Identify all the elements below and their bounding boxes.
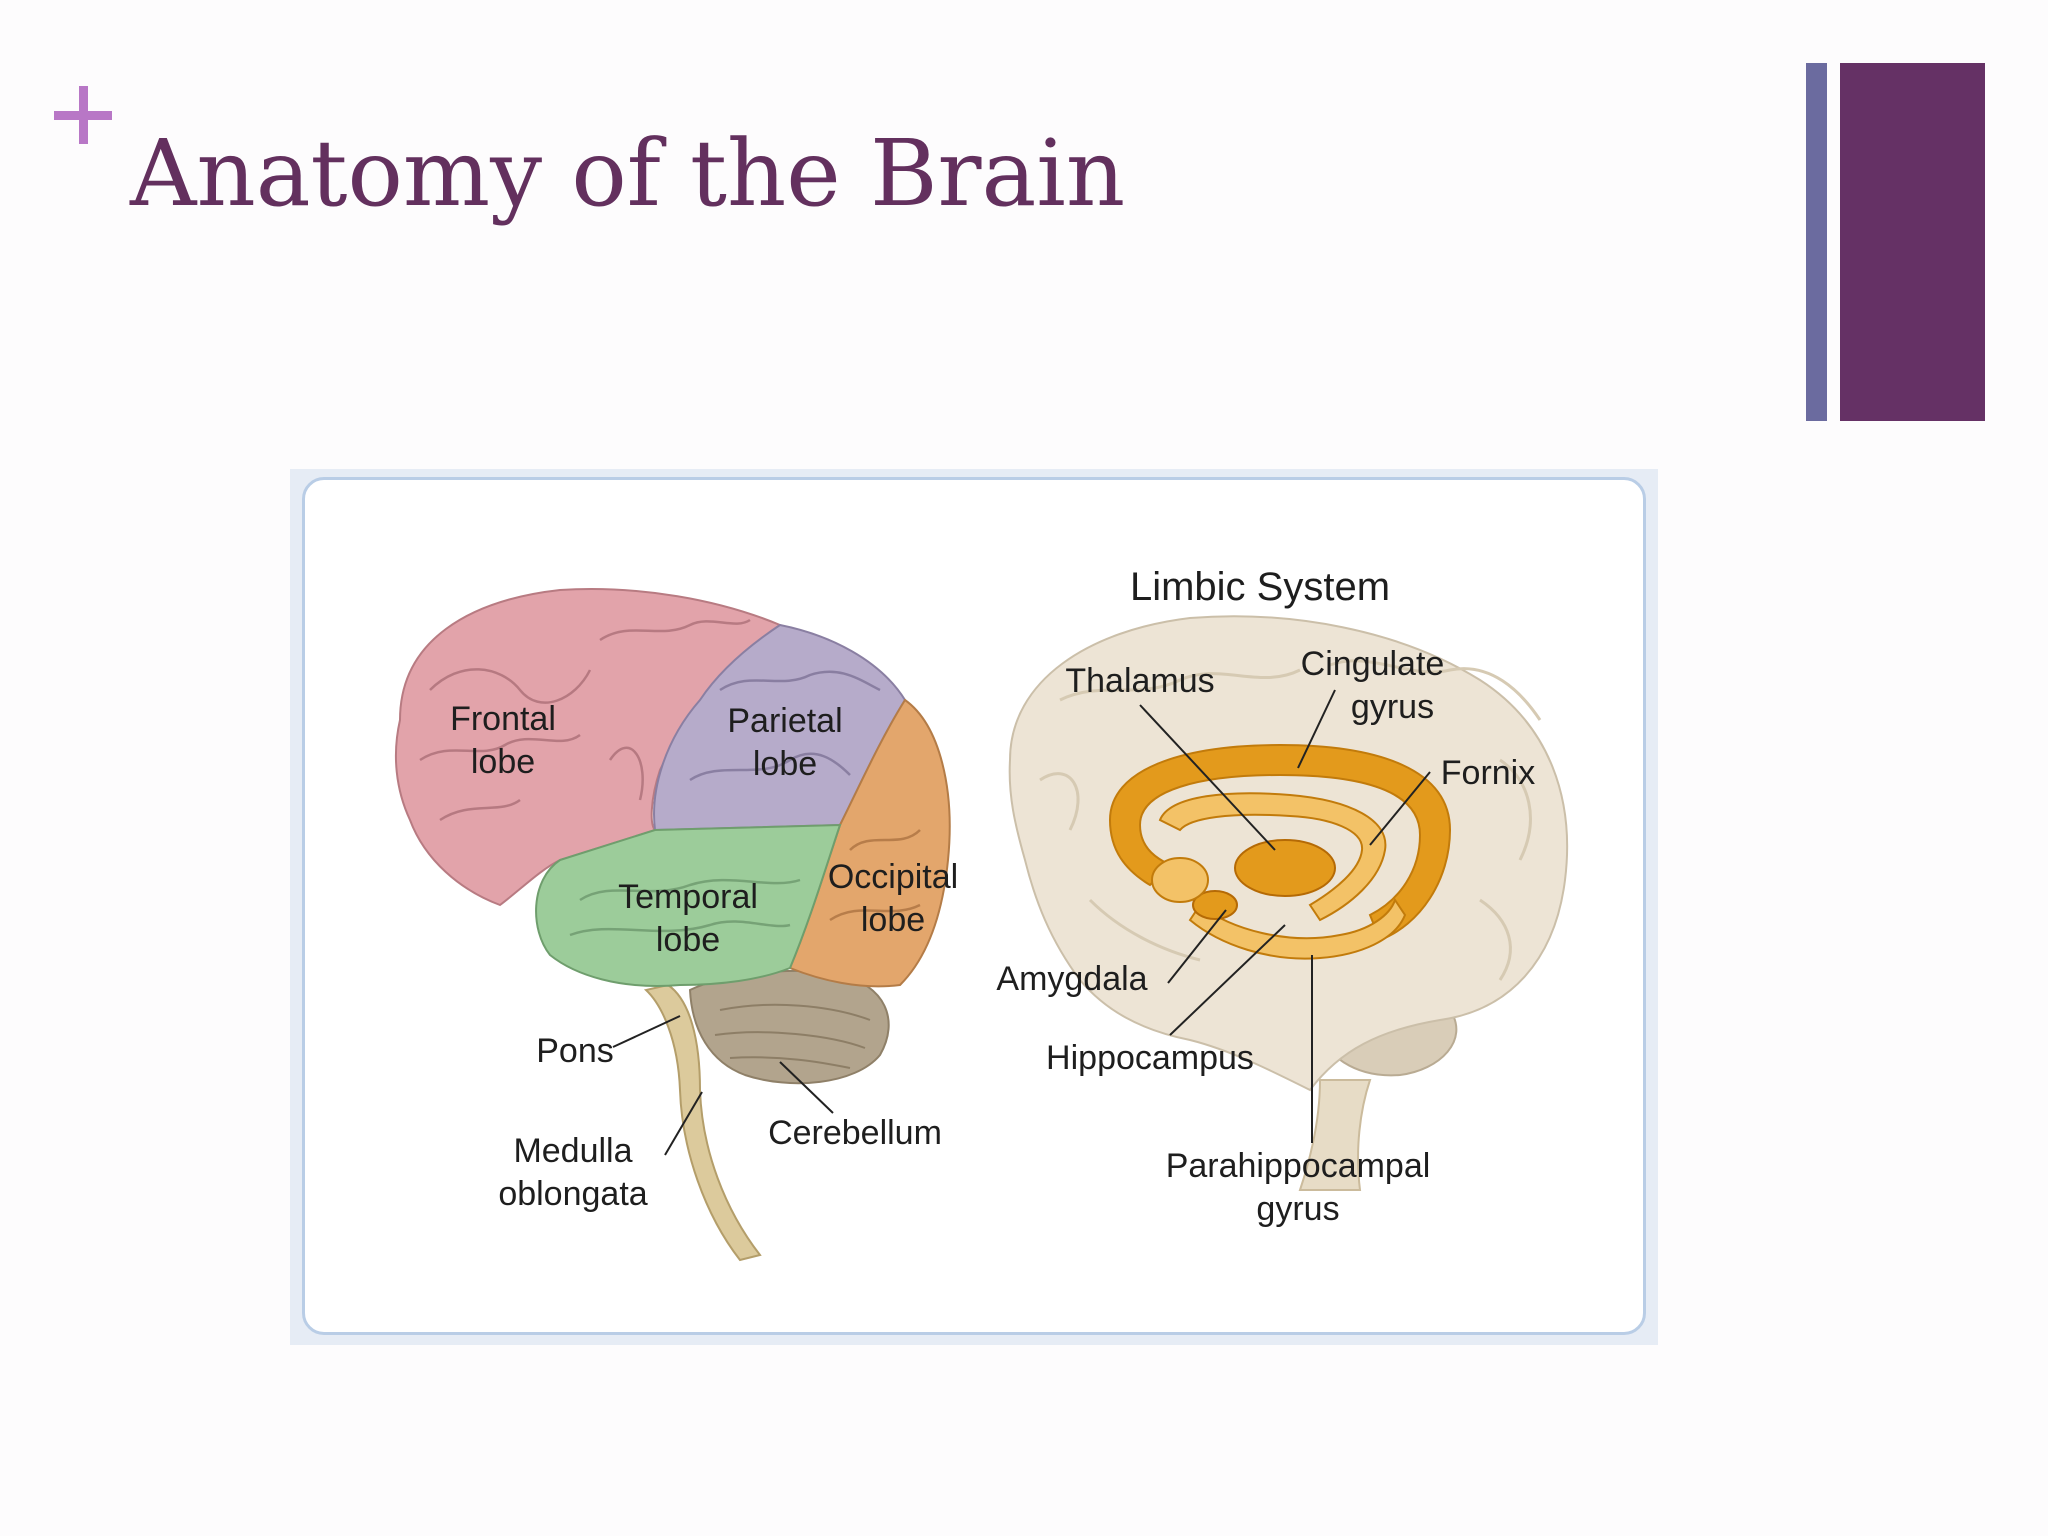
label-occipital-lobe: Occipital lobe bbox=[818, 856, 968, 942]
label-parietal-line2: lobe bbox=[752, 745, 818, 783]
label-parietal-lobe: Parietal lobe bbox=[715, 700, 855, 786]
temporal-pole-structure bbox=[1151, 857, 1209, 903]
label-cerebellum: Cerebellum bbox=[768, 1114, 942, 1152]
label-frontal-lobe: Frontal lobe bbox=[438, 698, 568, 784]
label-temporal-line1: Temporal bbox=[618, 878, 758, 916]
cerebellum bbox=[688, 970, 890, 1085]
cingulate-gyrus bbox=[1108, 743, 1452, 942]
label-fornix: Fornix bbox=[1440, 754, 1536, 792]
temporal-lobe bbox=[535, 823, 842, 987]
label-amygdala: Amygdala bbox=[996, 960, 1148, 998]
label-parietal-line1: Parietal bbox=[727, 702, 843, 740]
thalamus bbox=[1234, 839, 1336, 897]
label-cingulate-gyrus: Cingulate gyrus bbox=[1285, 643, 1460, 729]
label-cingulate-line2: gyrus bbox=[1350, 688, 1435, 726]
left-brain-illustration bbox=[394, 588, 951, 1262]
brainstem bbox=[643, 983, 762, 1262]
label-temporal-line2: lobe bbox=[655, 921, 721, 959]
plus-icon bbox=[54, 86, 112, 144]
label-frontal-line1: Frontal bbox=[450, 700, 556, 738]
amygdala-structure bbox=[1192, 890, 1238, 920]
hippocampus-structure bbox=[1188, 897, 1407, 960]
slide-title: Anatomy of the Brain bbox=[130, 120, 1126, 227]
limbic-illustration bbox=[1008, 615, 1569, 1191]
label-parahippocampal-line2: gyrus bbox=[1256, 1190, 1340, 1228]
label-cingulate-line1: Cingulate bbox=[1300, 645, 1445, 683]
label-occipital-line1: Occipital bbox=[827, 858, 959, 896]
label-medulla-oblongata: Medulla oblongata bbox=[483, 1130, 663, 1216]
label-thalamus: Thalamus bbox=[1065, 662, 1215, 700]
accent-bar-thin bbox=[1806, 63, 1827, 421]
label-parahippocampal-line1: Parahippocampal bbox=[1165, 1147, 1431, 1185]
label-hippocampus: Hippocampus bbox=[1046, 1039, 1254, 1077]
fornix bbox=[1158, 792, 1387, 922]
label-frontal-line2: lobe bbox=[470, 743, 536, 781]
label-parahippocampal-gyrus: Parahippocampal gyrus bbox=[1148, 1145, 1448, 1231]
limbic-system-title: Limbic System bbox=[1129, 565, 1391, 609]
label-occipital-line2: lobe bbox=[860, 901, 926, 939]
label-temporal-lobe: Temporal lobe bbox=[608, 876, 768, 962]
label-pons: Pons bbox=[536, 1032, 614, 1070]
label-medulla-line1: Medulla bbox=[513, 1132, 633, 1170]
accent-bar-thick bbox=[1840, 63, 1985, 421]
occipital-lobe bbox=[788, 698, 951, 988]
label-medulla-line2: oblongata bbox=[498, 1175, 648, 1213]
